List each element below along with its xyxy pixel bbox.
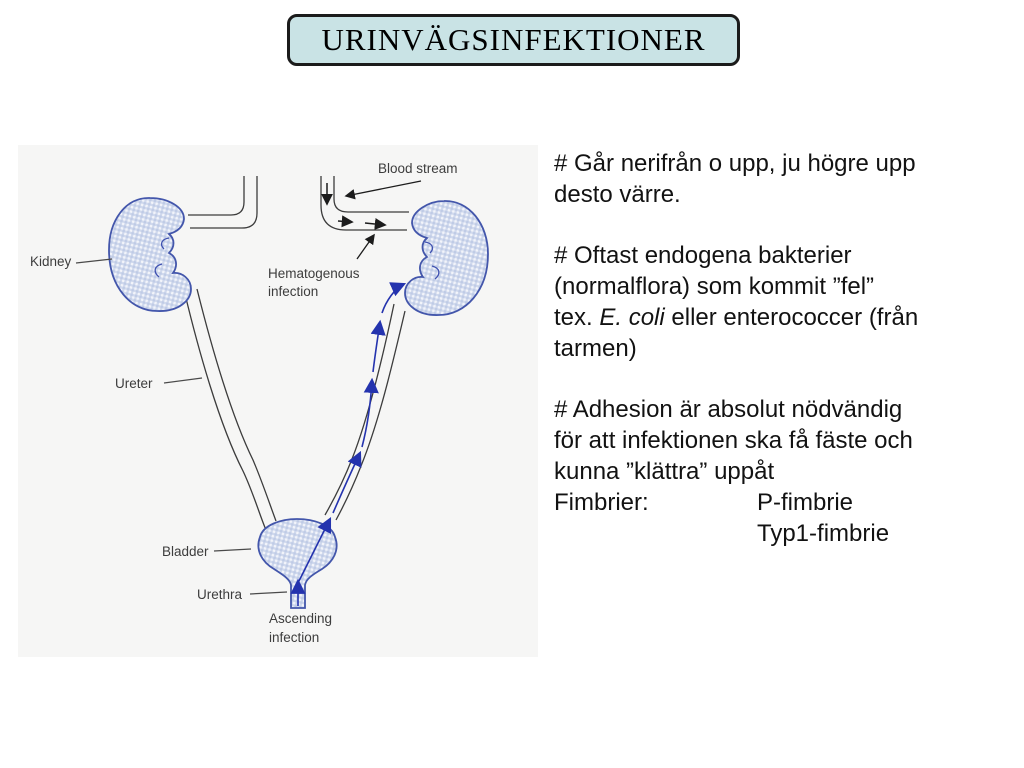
fimbrie-item: Typ1-fimbrie bbox=[757, 519, 890, 547]
note-line: för att infektionen ska få fäste och bbox=[554, 427, 913, 455]
note-line: # Adhesion är absolut nödvändig bbox=[554, 396, 903, 424]
label-ascending-infection-line2: infection bbox=[269, 630, 319, 645]
label-ureter: Ureter bbox=[115, 376, 153, 391]
note-line: kunna ”klättra” uppåt bbox=[554, 457, 775, 485]
label-urethra: Urethra bbox=[197, 587, 243, 602]
note-text: eller enterococcer (från bbox=[664, 303, 919, 331]
ascending-infection-arrows bbox=[290, 282, 407, 606]
note-line: desto värre. bbox=[554, 180, 681, 208]
note-line: # Går nerifrån o upp, ju högre upp bbox=[554, 150, 916, 177]
ureter-right-tube bbox=[324, 303, 406, 521]
fimbrie-item: P-fimbrie bbox=[757, 488, 854, 516]
renal-vessel-right-blood-stream bbox=[320, 176, 409, 231]
label-pointer-arrows bbox=[344, 180, 422, 260]
label-blood-stream: Blood stream bbox=[378, 161, 458, 176]
bladder-urethra-shape bbox=[257, 518, 338, 609]
note-line: Typ1-fimbrie bbox=[554, 519, 984, 550]
slide-title: URINVÄGSINFEKTIONER bbox=[321, 22, 706, 57]
note-text-italic: E. coli bbox=[599, 303, 665, 331]
note-line: # Oftast endogena bakterier bbox=[554, 242, 852, 270]
kidney-right-shape bbox=[404, 200, 489, 316]
kidney-left-shape bbox=[108, 197, 192, 312]
note-line: tarmen) bbox=[554, 334, 637, 362]
note-text: tex. bbox=[554, 303, 600, 331]
label-hematogenous-infection: Hematogenous bbox=[268, 266, 360, 281]
label-ascending-infection: Ascending bbox=[269, 611, 332, 626]
renal-vessel-left bbox=[188, 176, 258, 229]
blood-flow-arrows bbox=[321, 183, 387, 230]
label-hematogenous-infection-line2: infection bbox=[268, 284, 318, 299]
note-line: (normalflora) som kommit ”fel” bbox=[554, 273, 875, 301]
ureter-left-tube bbox=[184, 288, 277, 531]
label-pointer-lines bbox=[75, 258, 288, 595]
note-line-spacer bbox=[554, 211, 984, 242]
note-line: Fimbrier: P-fimbrie bbox=[554, 488, 984, 519]
label-kidney: Kidney bbox=[30, 254, 72, 269]
slide-title-box: URINVÄGSINFEKTIONER bbox=[287, 14, 740, 66]
notes-text-block: # Går nerifrån o upp, ju högre upp desto… bbox=[554, 149, 984, 549]
label-bladder: Bladder bbox=[162, 544, 209, 559]
note-line: tex. E. coli eller enterococcer (från bbox=[554, 303, 984, 334]
fimbrier-label: Fimbrier: bbox=[554, 488, 649, 516]
note-line-spacer bbox=[554, 365, 984, 396]
kidney-hilum-marks bbox=[154, 237, 440, 280]
urinary-tract-diagram: Blood stream Hematogenous infection Kidn… bbox=[18, 145, 538, 657]
